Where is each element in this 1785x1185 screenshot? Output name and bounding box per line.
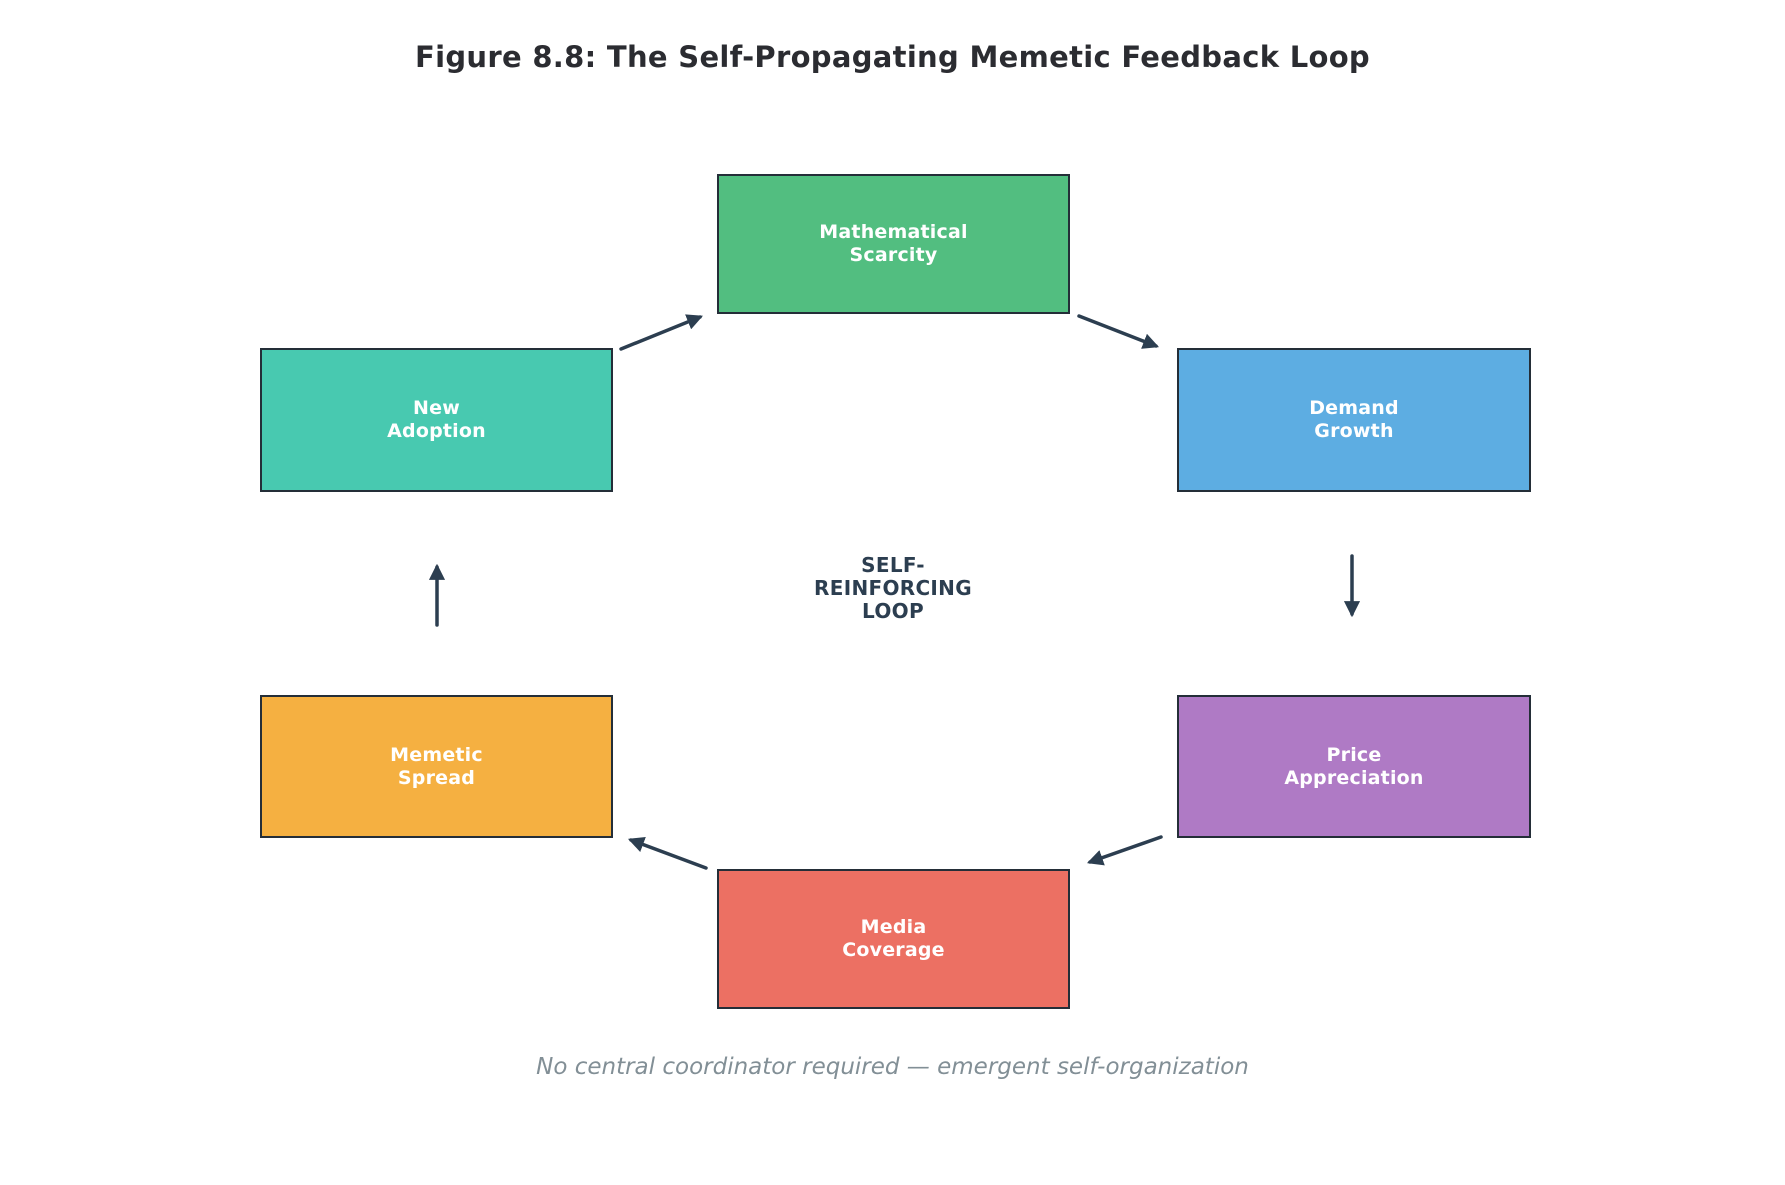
node-new-adoption: New Adoption [260, 348, 613, 492]
arrow-scarcity-to-growth [1077, 314, 1160, 349]
arrow-coverage-to-spread [627, 836, 708, 870]
node-label-mathematical-scarcity: Mathematical Scarcity [819, 221, 968, 266]
arrow-appreciation-to-coverage [1086, 835, 1163, 866]
node-media-coverage: Media Coverage [717, 869, 1070, 1009]
node-label-new-adoption: New Adoption [387, 397, 486, 442]
node-label-memetic-spread: Memetic Spread [390, 743, 483, 789]
node-demand-growth: Demand Growth [1177, 348, 1531, 492]
figure-title: Figure 8.8: The Self-Propagating Memetic… [415, 40, 1370, 74]
node-price-appreciation: Price Appreciation [1177, 695, 1531, 838]
node-label-demand-growth: Demand Growth [1309, 397, 1399, 442]
node-label-media-coverage: Media Coverage [842, 916, 945, 961]
center-loop-label: SELF- REINFORCING LOOP [814, 553, 972, 623]
figure-caption: No central coordinator required — emerge… [536, 1054, 1249, 1080]
node-memetic-spread: Memetic Spread [260, 695, 613, 838]
node-label-price-appreciation: Price Appreciation [1284, 743, 1424, 789]
arrow-adoption-to-scarcity [619, 314, 703, 351]
node-mathematical-scarcity: Mathematical Scarcity [717, 174, 1070, 314]
